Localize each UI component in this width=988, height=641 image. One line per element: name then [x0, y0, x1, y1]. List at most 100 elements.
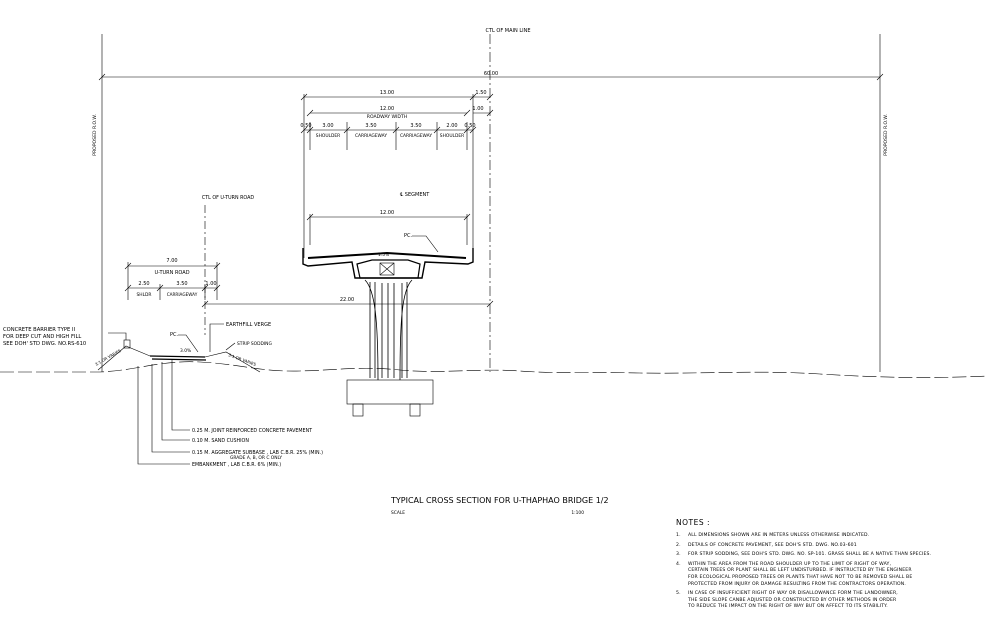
- lane-label-shoulder-left: SHOULDER: [316, 133, 340, 139]
- note-line: FOR ECOLOGICAL PROPOSED TREES OR PLANTS …: [688, 574, 913, 580]
- barrier-leader: [108, 332, 127, 340]
- layer-2: 0.10 M. SAND CUSHION: [192, 438, 249, 444]
- dim-12-ticks: [306, 109, 494, 117]
- ctl-uturn-label: CTL OF U-TURN ROAD: [202, 195, 255, 201]
- barrier-note-line-2: FOR DEEP CUT AND HIGH FILL: [3, 334, 81, 340]
- dim-uturn-text: 7.00: [166, 258, 177, 264]
- note-text: IN CASE OF INSUFFICIENT RIGHT OF WAY OR …: [688, 591, 898, 611]
- dim-uturn-carriageway: 3.50: [176, 281, 187, 287]
- lane-label-carriageway-left: CARRIAGEWAY: [355, 133, 387, 139]
- note-number: 2.: [676, 542, 681, 548]
- note-line: FOR STRIP SODDING, SEE DOH'S STD. DWG. N…: [688, 552, 932, 558]
- dim-050-right: 0.50: [464, 123, 475, 129]
- note-number: 4.: [676, 561, 681, 567]
- note-text: WITHIN THE AREA FROM THE ROAD SHOULDER U…: [688, 562, 912, 588]
- ground-line: [0, 361, 988, 378]
- note-line: PROTECTED FROM INJURY OR DAMAGE RESULTIN…: [688, 581, 907, 587]
- note-item: 4. WITHIN THE AREA FROM THE ROAD SHOULDER…: [676, 562, 981, 588]
- layer-3: 0.15 M. AGGREGATE SUBBASE , LAB C.B.R. 2…: [192, 450, 323, 456]
- barrier-note-line-3: SEE DOH' STD DWG. NO.RS-610: [3, 341, 86, 347]
- note-number: 1.: [676, 533, 681, 538]
- dim-total-text: 60.00: [484, 71, 498, 77]
- drawing-title: TYPICAL CROSS SECTION FOR U-THAPHAO BRID…: [390, 496, 609, 505]
- note-line: DETAILS OF CONCRETE PAVEMENT, SEE DOH'S …: [688, 542, 857, 548]
- uturn-carriageway-label: CARRIAGEWAY: [167, 292, 198, 297]
- lane-dividers: [309, 122, 468, 150]
- slope-right-label: 3:1 OR VARIES: [228, 352, 258, 367]
- dim-350-right: 3.50: [410, 123, 421, 129]
- dim-uturn-edge: 1.00: [205, 281, 216, 287]
- dim-segment-text: 12.00: [380, 210, 394, 216]
- deck-top: [307, 251, 467, 259]
- uturn-slope-label: 3.0%: [180, 348, 191, 354]
- scale-label: SCALE: [391, 510, 405, 516]
- notes-list: 1. ALL DIMENSIONS SHOWN ARE IN METERS UNL…: [676, 533, 981, 611]
- roadway-width-label: ROADWAY WIDTH: [367, 114, 407, 120]
- note-item: 3. FOR STRIP SODDING, SEE DOH'S STD. DWG.…: [676, 552, 981, 559]
- dim-lanes-ticks: [300, 126, 477, 134]
- proposed-row-right: PROPOSED R.O.W.: [883, 114, 889, 156]
- dim-350-left: 3.50: [365, 123, 376, 129]
- note-line: CERTAIN TREES OR PLANT SHALL BE LEFT UND…: [688, 568, 912, 574]
- lane-label-carriageway-right: CARRIAGEWAY: [400, 133, 432, 139]
- strip-sodding-label: STRIP SODDING: [237, 341, 272, 347]
- pc-label-deck: PC.: [404, 233, 413, 239]
- layer-1: 0.25 M. JOINT REINFORCED CONCRETE PAVEME…: [192, 428, 312, 434]
- scale-value: 1:100: [571, 510, 584, 516]
- deck-slope-label: 1.5%: [378, 252, 389, 258]
- note-number: 3.: [676, 552, 681, 558]
- uturn-road-label: U-TURN ROAD: [154, 270, 189, 276]
- notes-title: NOTES :: [676, 518, 711, 527]
- uturn-shldr-label: SHLDR: [137, 292, 152, 298]
- note-line: THE SIDE SLOPE CANBE ADJUSTED OR CONSTRU…: [688, 597, 897, 603]
- layer-leaders: [137, 360, 190, 465]
- segment-label: ℄ SEGMENT: [400, 192, 430, 198]
- dim-300: 3.00: [322, 123, 333, 129]
- pile-left: [352, 403, 364, 417]
- note-line: ALL DIMENSIONS SHOWN ARE IN METERS UNLES…: [688, 533, 870, 538]
- layer-3b: GRADE A, B, OR C ONLY: [230, 455, 282, 461]
- pier-footing: [346, 379, 434, 405]
- pc-label-uturn: PC.: [170, 332, 179, 338]
- dim-200: 2.00: [446, 123, 457, 129]
- lane-label-shoulder-right: SHOULDER: [440, 133, 464, 139]
- uturn-pavement: [149, 355, 207, 361]
- dim-13-text: 13.00: [380, 90, 394, 96]
- slope-left-label: 3:1 OR VARIES: [94, 348, 122, 367]
- box-void: [379, 262, 395, 276]
- dim-13-ticks: [300, 93, 494, 101]
- box-girder: [356, 259, 421, 279]
- dim-150-text: 1.50: [475, 90, 486, 96]
- dim-total-ticks: [98, 73, 884, 81]
- dim-12-text: 12.00: [380, 106, 394, 112]
- note-text: ALL DIMENSIONS SHOWN ARE IN METERS UNLES…: [688, 533, 869, 540]
- pc-leader-uturn: [178, 334, 199, 353]
- dim-segment-ticks: [306, 213, 471, 245]
- dim-uturn-shoulder: 2.50: [138, 281, 149, 287]
- note-item: 5. IN CASE OF INSUFFICIENT RIGHT OF WAY O…: [676, 591, 981, 611]
- note-item: 2. DETAILS OF CONCRETE PAVEMENT, SEE DOH'…: [676, 543, 981, 550]
- uturn-dim-ticks: [124, 262, 221, 300]
- note-line: IN CASE OF INSUFFICIENT RIGHT OF WAY OR …: [688, 591, 898, 597]
- pc-leader-deck: [412, 235, 439, 253]
- strip-sodding-leader: [225, 342, 236, 351]
- note-number: 5.: [676, 591, 681, 597]
- dim-050-left: 0.50: [300, 123, 311, 129]
- note-line: TO REDUCE THE IMPACT ON THE RIGHT OF WAY…: [688, 604, 888, 610]
- note-text: DETAILS OF CONCRETE PAVEMENT, SEE DOH'S …: [688, 543, 857, 550]
- note-text: FOR STRIP SODDING, SEE DOH'S STD. DWG. N…: [688, 552, 931, 559]
- pier-column: [364, 279, 413, 381]
- dim-100-text: 1.00: [472, 106, 483, 112]
- pile-right: [409, 403, 421, 417]
- ctl-main-line-label: CTL OF MAIN LINE: [485, 28, 530, 34]
- earthfill-label: EARTHFILL VERGE: [226, 322, 271, 328]
- proposed-row-left: PROPOSED R.O.W.: [92, 114, 98, 156]
- box-void-cross: [379, 262, 395, 276]
- dim-22-text: 22.00: [340, 297, 354, 303]
- note-item: 1. ALL DIMENSIONS SHOWN ARE IN METERS UNL…: [676, 533, 981, 540]
- barrier-note-line-1: CONCRETE BARRIER TYPE II: [3, 327, 75, 333]
- dim-22-ticks: [201, 300, 494, 308]
- concrete-barrier: [123, 339, 131, 349]
- note-line: WITHIN THE AREA FROM THE ROAD SHOULDER U…: [688, 561, 892, 567]
